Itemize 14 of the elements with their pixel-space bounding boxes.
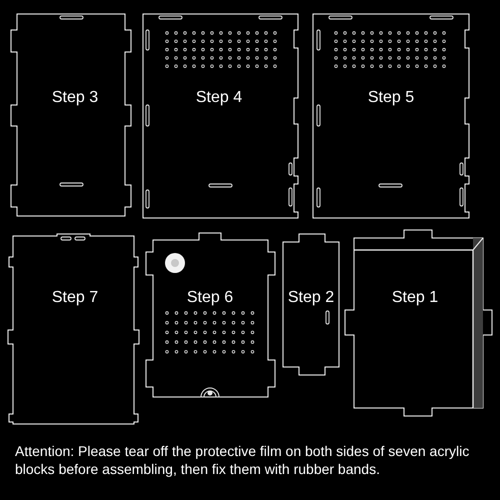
step-label: Step 5 <box>368 88 414 108</box>
step-label: Step 6 <box>186 288 234 308</box>
step-label: Step 2 <box>288 288 334 308</box>
acrylic-panel <box>343 228 495 419</box>
acrylic-panel <box>311 12 472 220</box>
step-label: Step 1 <box>392 288 438 308</box>
attention-note: Attention: Please tear off the protective film on both sides of seven acrylic blocks before assembling, then fix them with rubber bands. <box>15 442 470 478</box>
step-label: Step 7 <box>52 288 98 308</box>
step-label: Step 3 <box>52 88 98 108</box>
acrylic-panel <box>144 231 278 399</box>
acrylic-panel <box>280 232 342 377</box>
acrylic-panel <box>6 232 142 426</box>
acrylic-panel <box>141 12 301 220</box>
step-label: Step 4 <box>196 88 242 108</box>
